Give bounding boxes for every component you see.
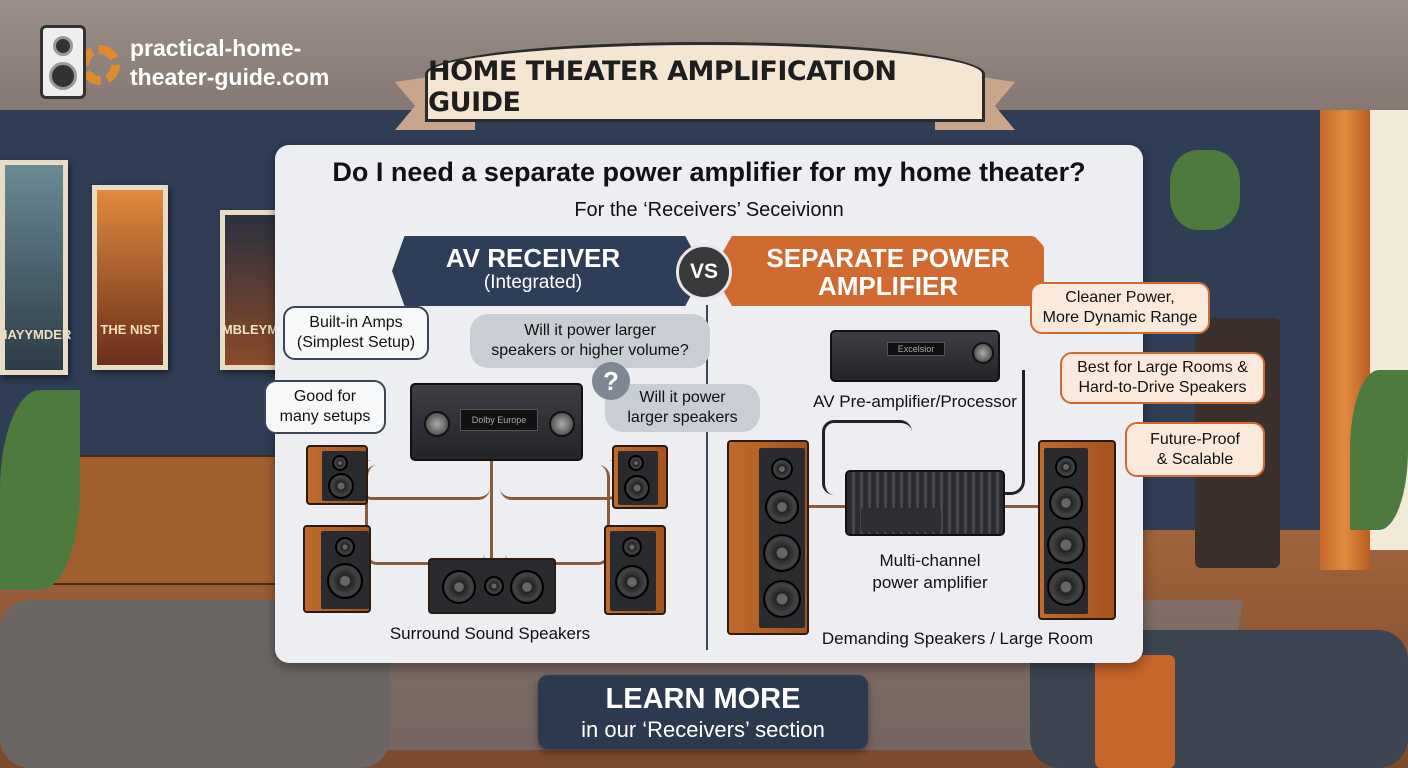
bubble-large-rooms: Best for Large Rooms & Hard-to-Drive Spea… [1060, 352, 1265, 404]
poster-1: MAYYMDER [0, 160, 72, 375]
banner-title: HOME THEATER AMPLIFICATION GUIDE [428, 56, 897, 118]
bubble-text: many setups [279, 408, 371, 425]
preamp-label: AV Pre-amplifier/Processor [813, 392, 1017, 411]
preamp-knob [972, 342, 994, 364]
av-receiver-device: Dolby Europe [410, 383, 583, 461]
learn-more-button[interactable]: LEARN MORE in our ‘Receivers’ section [538, 675, 868, 749]
divider [706, 305, 708, 650]
power-amp-label-1: Multi-channel [879, 551, 981, 570]
bubble-text: Built-in Amps [309, 314, 403, 331]
power-amp-label-2: power amplifier [872, 573, 988, 592]
rca-cable [822, 420, 912, 495]
bubble-text: Future-Proof [1150, 430, 1240, 448]
bubble-text: & Scalable [1156, 450, 1234, 468]
site-name-line1: practical-home- [130, 35, 302, 61]
gear-icon [80, 45, 120, 85]
bubble-cleaner-power: Cleaner Power, More Dynamic Range [1030, 282, 1210, 334]
preamp-display: Excelsior [887, 342, 945, 356]
bubble-question-larger: Will it power larger speakers [605, 384, 760, 432]
plant [1350, 370, 1408, 530]
bubble-text: speakers or higher volume? [491, 342, 689, 359]
bubble-text: larger speakers [627, 409, 738, 426]
tv-cabinet [40, 455, 280, 585]
site-name-line2: theater-guide.com [130, 64, 330, 90]
question-mark-icon: ? [592, 362, 630, 400]
hanging-plant [1170, 150, 1240, 230]
bubble-text: Best for Large Rooms & [1077, 359, 1248, 376]
bubble-built-in-amps: Built-in Amps (Simplest Setup) [283, 306, 429, 360]
power-amp-title-1: SEPARATE POWER [766, 243, 1010, 273]
av-receiver-subtitle: (Integrated) [483, 272, 583, 293]
bubble-question-volume: Will it power larger speakers or higher v… [470, 314, 710, 368]
plant [0, 390, 80, 590]
power-amp-title-2: AMPLIFIER [817, 271, 959, 301]
bubble-text: Hard-to-Drive Speakers [1078, 379, 1247, 396]
tower-speaker-left [727, 440, 809, 635]
speaker-wire [490, 460, 494, 560]
surround-speaker [612, 445, 668, 509]
av-preamp-device: Excelsior [830, 330, 1000, 382]
poster-title: MAYYMDER [0, 327, 72, 342]
power-amp-header: SEPARATE POWER AMPLIFIER [712, 236, 1044, 306]
surround-speakers-label: Surround Sound Speakers [389, 624, 591, 643]
bubble-text: Cleaner Power, [1065, 289, 1175, 306]
learn-more-title: LEARN MORE [605, 683, 801, 715]
poster-title: MBLEYM [221, 322, 279, 337]
bubble-future-proof: Future-Proof & Scalable [1125, 422, 1265, 477]
poster-3: MBLEYM [220, 210, 280, 370]
surround-speaker [303, 525, 371, 613]
poster-title: THE NIST [100, 322, 160, 337]
speaker-icon [40, 25, 86, 99]
bubble-text: More Dynamic Range [1042, 309, 1198, 326]
power-amp-label: Multi-channel power amplifier [860, 550, 1000, 594]
receiver-display: Dolby Europe [460, 409, 538, 431]
surround-speaker [604, 525, 666, 615]
learn-more-subtitle: in our ‘Receivers’ section [581, 717, 825, 742]
av-receiver-title: AV RECEIVER [445, 243, 621, 273]
site-name[interactable]: practical-home- theater-guide.com [130, 34, 329, 92]
volume-knob [424, 411, 450, 437]
tower-speaker-right [1038, 440, 1116, 620]
bubble-text: Will it power [639, 389, 726, 406]
demanding-speakers-label: Demanding Speakers / Large Room [821, 629, 1094, 648]
blanket [1095, 655, 1175, 768]
av-receiver-header: AV RECEIVER (Integrated) [392, 236, 704, 306]
bubble-text: Good for [293, 388, 357, 405]
surround-speaker [306, 445, 368, 505]
vs-badge: VS [676, 244, 732, 300]
center-speaker [428, 558, 556, 614]
bubble-good-for-many: Good for many setups [264, 380, 386, 434]
question-heading: Do I need a separate power amplifier for… [332, 157, 1086, 187]
input-knob [549, 411, 575, 437]
bubble-text: Will it power larger [524, 322, 656, 339]
poster-2: THE NIST [92, 185, 168, 370]
speaker-wire [365, 465, 485, 565]
subtitle: For the ‘Receivers’ Seceivionn [574, 199, 844, 221]
speaker-wire [505, 465, 610, 565]
bubble-text: (Simplest Setup) [296, 334, 416, 351]
title-banner: HOME THEATER AMPLIFICATION GUIDE [425, 42, 985, 122]
power-amplifier-device [845, 470, 1005, 536]
